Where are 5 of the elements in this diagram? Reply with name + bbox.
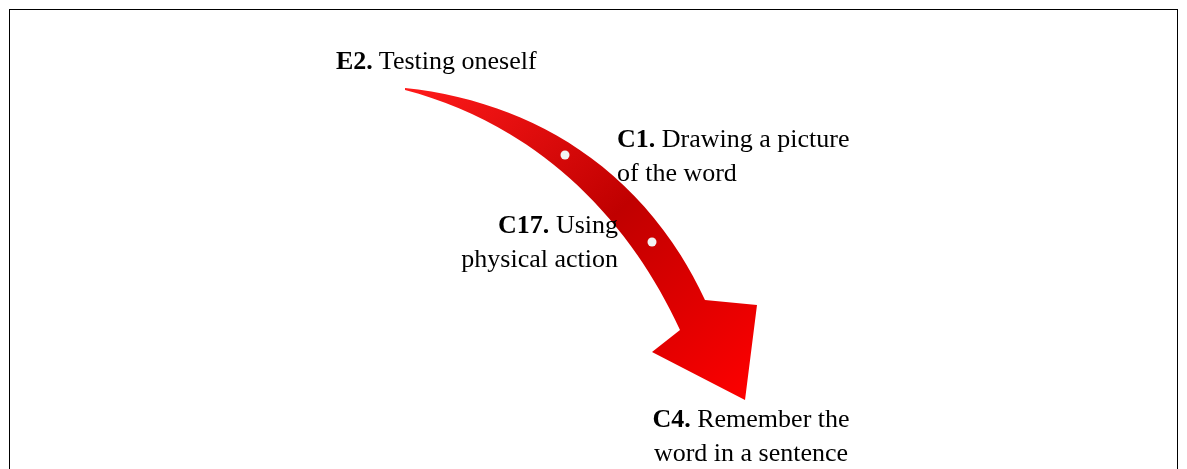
curved-arrow: [405, 88, 757, 400]
step-label: C1. Drawing a picture of the word: [617, 123, 851, 189]
step-label: E2. Testing oneself: [336, 45, 538, 77]
step-label: C4. Remember the word in a sentence: [651, 403, 851, 469]
step-label: C17. Using physical action: [460, 209, 618, 275]
